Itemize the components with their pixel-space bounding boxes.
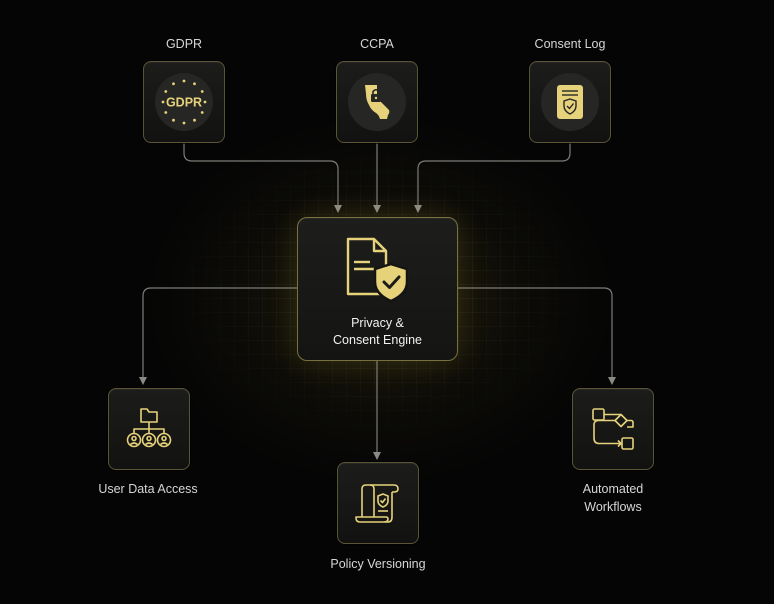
automated-workflows-node[interactable] bbox=[572, 388, 654, 470]
privacy-consent-engine-node[interactable]: Privacy & Consent Engine bbox=[297, 217, 458, 361]
policy-versioning-label: Policy Versioning bbox=[330, 557, 426, 571]
document-shield-icon bbox=[346, 237, 409, 303]
automated-workflows-label-line2: Workflows bbox=[584, 500, 642, 514]
user-data-access-label: User Data Access bbox=[98, 482, 198, 496]
workflow-flowchart-icon bbox=[592, 408, 634, 450]
connector-user-data-access bbox=[139, 287, 297, 385]
center-title-line2: Consent Engine bbox=[333, 333, 422, 347]
policy-versioning-node[interactable] bbox=[337, 462, 419, 544]
consent-log-label: Consent Log bbox=[534, 37, 606, 51]
ccpa-label: CCPA bbox=[360, 37, 394, 51]
gdpr-badge-text: GDPR bbox=[166, 96, 202, 110]
california-lock-icon bbox=[348, 73, 406, 131]
connector-consent-log bbox=[414, 143, 571, 213]
folder-users-hierarchy-icon bbox=[126, 408, 172, 448]
policy-scroll-icon bbox=[355, 484, 399, 523]
user-data-access-node[interactable] bbox=[108, 388, 190, 470]
gdpr-label: GDPR bbox=[165, 37, 203, 51]
connector-gdpr bbox=[183, 143, 342, 213]
consent-log-node[interactable] bbox=[529, 61, 611, 143]
center-title-line1: Privacy & bbox=[351, 316, 404, 330]
consent-document-icon bbox=[541, 73, 599, 131]
automated-workflows-label-line1: Automated bbox=[582, 482, 644, 496]
gdpr-node[interactable]: GDPR bbox=[143, 61, 225, 143]
connector-automated-workflows bbox=[458, 287, 616, 385]
ccpa-node[interactable] bbox=[336, 61, 418, 143]
gdpr-stars-icon: GDPR bbox=[155, 73, 213, 131]
